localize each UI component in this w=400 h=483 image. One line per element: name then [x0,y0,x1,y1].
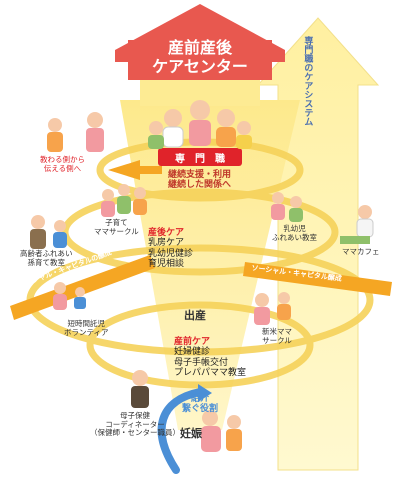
volunteer-label: 短時間託児 ボランティア [64,319,109,337]
introduce-arrow [157,388,204,474]
introduce-line1: 紹介 [191,394,210,404]
title-line1: 産前産後 [167,38,232,57]
teach-line1: 教わる側から [40,155,85,164]
elderly-line2: 孫育て教室 [27,257,66,267]
title-line2: ケアセンター [152,57,248,76]
spiral-rings [26,138,374,389]
social-ribbon-left [10,255,155,320]
social-ribbon-right [243,262,392,296]
support-text: 継続支援・利用 継続した関係へ [168,170,231,191]
infant-label: 乳幼児 ふれあい教室 [272,224,317,242]
support-line2: 継続した関係へ [168,180,232,191]
childcare-circle-label: 子育て ママサークル [94,218,139,236]
teach-arrow [108,160,162,180]
support-line1: 継続支援・利用 [168,170,232,180]
prenatal-item: プレパパママ教室 [174,368,247,379]
mama-cafe-label: ママカフェ [342,247,380,256]
prenatal-heading: 産前ケア [174,337,211,347]
care-center-wall [128,40,272,80]
teach-label: 教わる側から 伝える側へ [40,155,85,173]
postnatal-item: 育児相談 [148,259,185,270]
elderly-line1: 高齢者ふれあい [20,249,73,258]
infant-line1: 乳幼児 [283,224,306,233]
pregnancy-label: 妊娠 [180,427,202,440]
childcare-line1: 子育て [105,218,128,227]
specialist-banner [158,148,242,166]
prenatal-item: 妊婦健診 [174,347,211,358]
elderly-label: 高齢者ふれあい 孫育て教室 [20,249,73,267]
new-mama-line2: サークル [262,335,292,345]
postnatal-care: 産後ケア 乳房ケア 乳幼児健診 育児相談 [148,228,193,269]
postnatal-heading: 産後ケア [148,228,185,238]
infant-line2: ふれあい教室 [272,232,317,242]
volunteer-line2: ボランティア [64,327,109,337]
teach-line2: 伝える側へ [43,163,82,173]
new-mama-line1: 新米ママ [262,327,292,336]
group-figures [30,112,374,452]
coordinator-line1: 母子保健 [120,411,150,420]
specialist-label: 専 門 職 [175,154,225,165]
volunteer-line1: 短時間託児 [67,319,106,328]
specialist-figures [148,100,252,149]
childbirth-label: 出産 [184,309,206,322]
postnatal-item: 乳房ケア [148,238,185,249]
prenatal-item: 母子手帳交付 [174,357,229,368]
system-arrow-label: 専門職のケアシステム [302,36,313,126]
postnatal-item: 乳幼児健診 [148,248,194,259]
childcare-line2: ママサークル [94,226,139,236]
new-mama-label: 新米ママ サークル [262,327,292,345]
coordinator-line2: コーディネーター [105,419,165,429]
coordinator-line3: （保健師・センター職員） [90,428,180,438]
coordinator-label: 母子保健 コーディネーター （保健師・センター職員） [90,411,180,438]
introduce-label: 紹介 繋ぐ役割 [182,394,218,415]
introduce-line2: 繋ぐ役割 [182,404,219,415]
care-center-title: 産前産後 ケアセンター [128,38,272,76]
prenatal-care: 産前ケア 妊婦健診 母子手帳交付 プレパパママ教室 [174,337,246,378]
